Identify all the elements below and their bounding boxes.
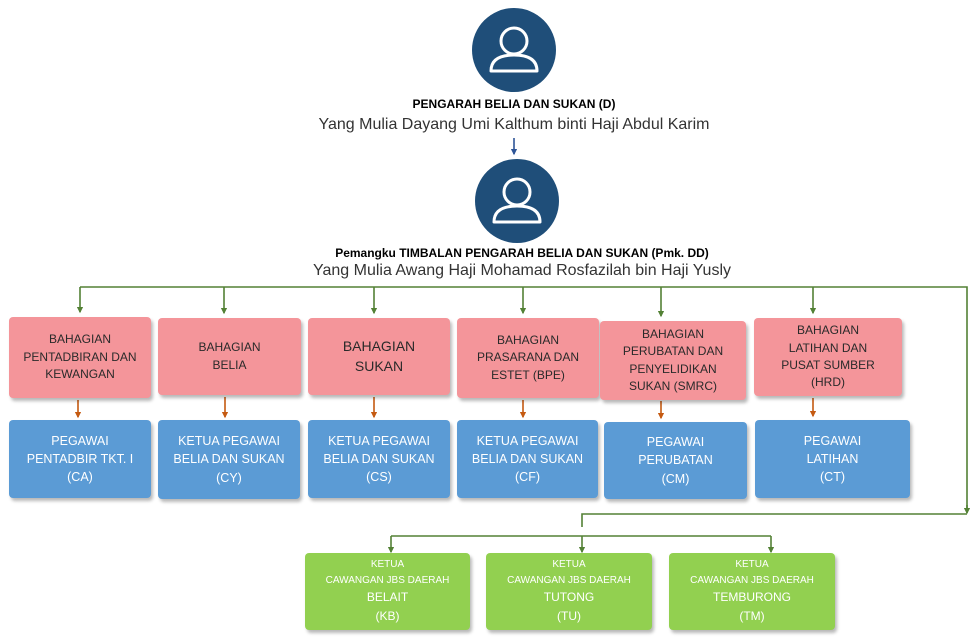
- division-box-latihan: BAHAGIAN LATIHAN DAN PUSAT SUMBER (HRD): [754, 318, 902, 396]
- director-name: Yang Mulia Dayang Umi Kalthum binti Haji…: [318, 116, 710, 133]
- bus-line: [80, 286, 968, 512]
- officer-box-ca: PEGAWAI PENTADBIR TKT. I (CA): [9, 420, 151, 498]
- person-avatar-icon: [475, 159, 559, 243]
- branch-box-temburong: KETUA CAWANGAN JBS DAERAH TEMBURONG (TM): [669, 553, 835, 630]
- division-box-perubatan: BAHAGIAN PERUBATAN DAN PENYELIDIKAN SUKA…: [600, 321, 746, 400]
- officer-box-cf: KETUA PEGAWAI BELIA DAN SUKAN (CF): [457, 420, 598, 498]
- officer-box-cs: KETUA PEGAWAI BELIA DAN SUKAN (CS): [308, 420, 450, 498]
- person-avatar-icon: [472, 8, 556, 92]
- officer-box-cm: PEGAWAI PERUBATAN (CM): [604, 422, 747, 499]
- branch-box-belait: KETUA CAWANGAN JBS DAERAH BELAIT (KB): [305, 553, 470, 630]
- division-box-sukan: BAHAGIAN SUKAN: [308, 318, 450, 395]
- division-box-pentadbiran: BAHAGIAN PENTADBIRAN DAN KEWANGAN: [9, 317, 151, 398]
- branch-box-tutong: KETUA CAWANGAN JBS DAERAH TUTONG (TU): [486, 553, 652, 630]
- division-box-prasarana: BAHAGIAN PRASARANA DAN ESTET (BPE): [457, 318, 599, 398]
- deputy-name: Yang Mulia Awang Haji Mohamad Rosfazilah…: [312, 262, 731, 279]
- deputy-title: Pemangku TIMBALAN PENGARAH BELIA DAN SUK…: [335, 246, 709, 260]
- director-title: PENGARAH BELIA DAN SUKAN (D): [412, 97, 616, 111]
- division-box-belia: BAHAGIAN BELIA: [158, 318, 301, 395]
- officer-box-cy: KETUA PEGAWAI BELIA DAN SUKAN (CY): [158, 420, 300, 499]
- officer-box-ct: PEGAWAI LATIHAN (CT): [755, 420, 910, 498]
